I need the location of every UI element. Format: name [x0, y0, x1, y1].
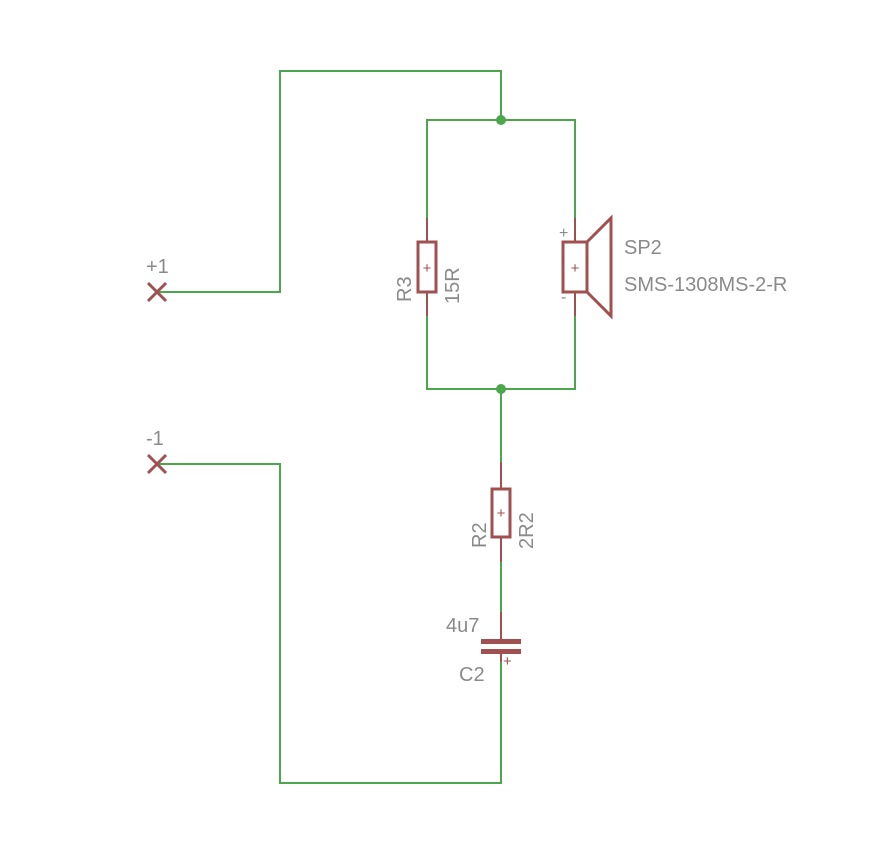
junction-top: [496, 115, 506, 125]
wire-pos-to-top[interactable]: [156, 70, 502, 293]
resistor-r3[interactable]: + R3 15R: [394, 218, 464, 316]
wire-c2-to-neg[interactable]: [156, 463, 502, 784]
port-neg-cross-b: [146, 453, 168, 475]
resistor-r2[interactable]: + R2 2R2: [469, 462, 538, 562]
c2-plate-top: [481, 639, 521, 644]
junction-mid: [496, 384, 506, 394]
capacitor-c2[interactable]: + 4u7 C2: [446, 612, 521, 686]
r2-value: 2R2: [516, 512, 538, 549]
r3-name: R3: [394, 276, 416, 302]
port-neg[interactable]: -1: [146, 428, 168, 475]
speaker-sp2[interactable]: + + - SP2 SMS-1308MS-2-R: [559, 214, 787, 320]
r3-value: 15R: [442, 267, 464, 304]
port-pos[interactable]: +1: [146, 256, 169, 303]
r2-name: R2: [469, 522, 491, 548]
r2-marker: +: [497, 505, 506, 522]
c2-marker: +: [503, 653, 512, 670]
r3-marker: +: [423, 260, 432, 277]
sp2-value: SMS-1308MS-2-R: [624, 274, 787, 296]
port-pos-cross-b: [146, 281, 168, 303]
sp2-name: SP2: [624, 237, 662, 259]
sp2-marker: +: [571, 260, 580, 277]
c2-plate-bottom: [481, 649, 521, 654]
sp2-cone: [585, 214, 613, 320]
port-neg-label: -1: [146, 428, 164, 450]
c2-name: C2: [459, 664, 485, 686]
wires: [156, 70, 576, 784]
sp2-pin-minus: -: [561, 289, 566, 306]
sp2-pin-plus: +: [559, 225, 568, 242]
port-pos-label: +1: [146, 256, 169, 278]
c2-value: 4u7: [446, 615, 479, 637]
